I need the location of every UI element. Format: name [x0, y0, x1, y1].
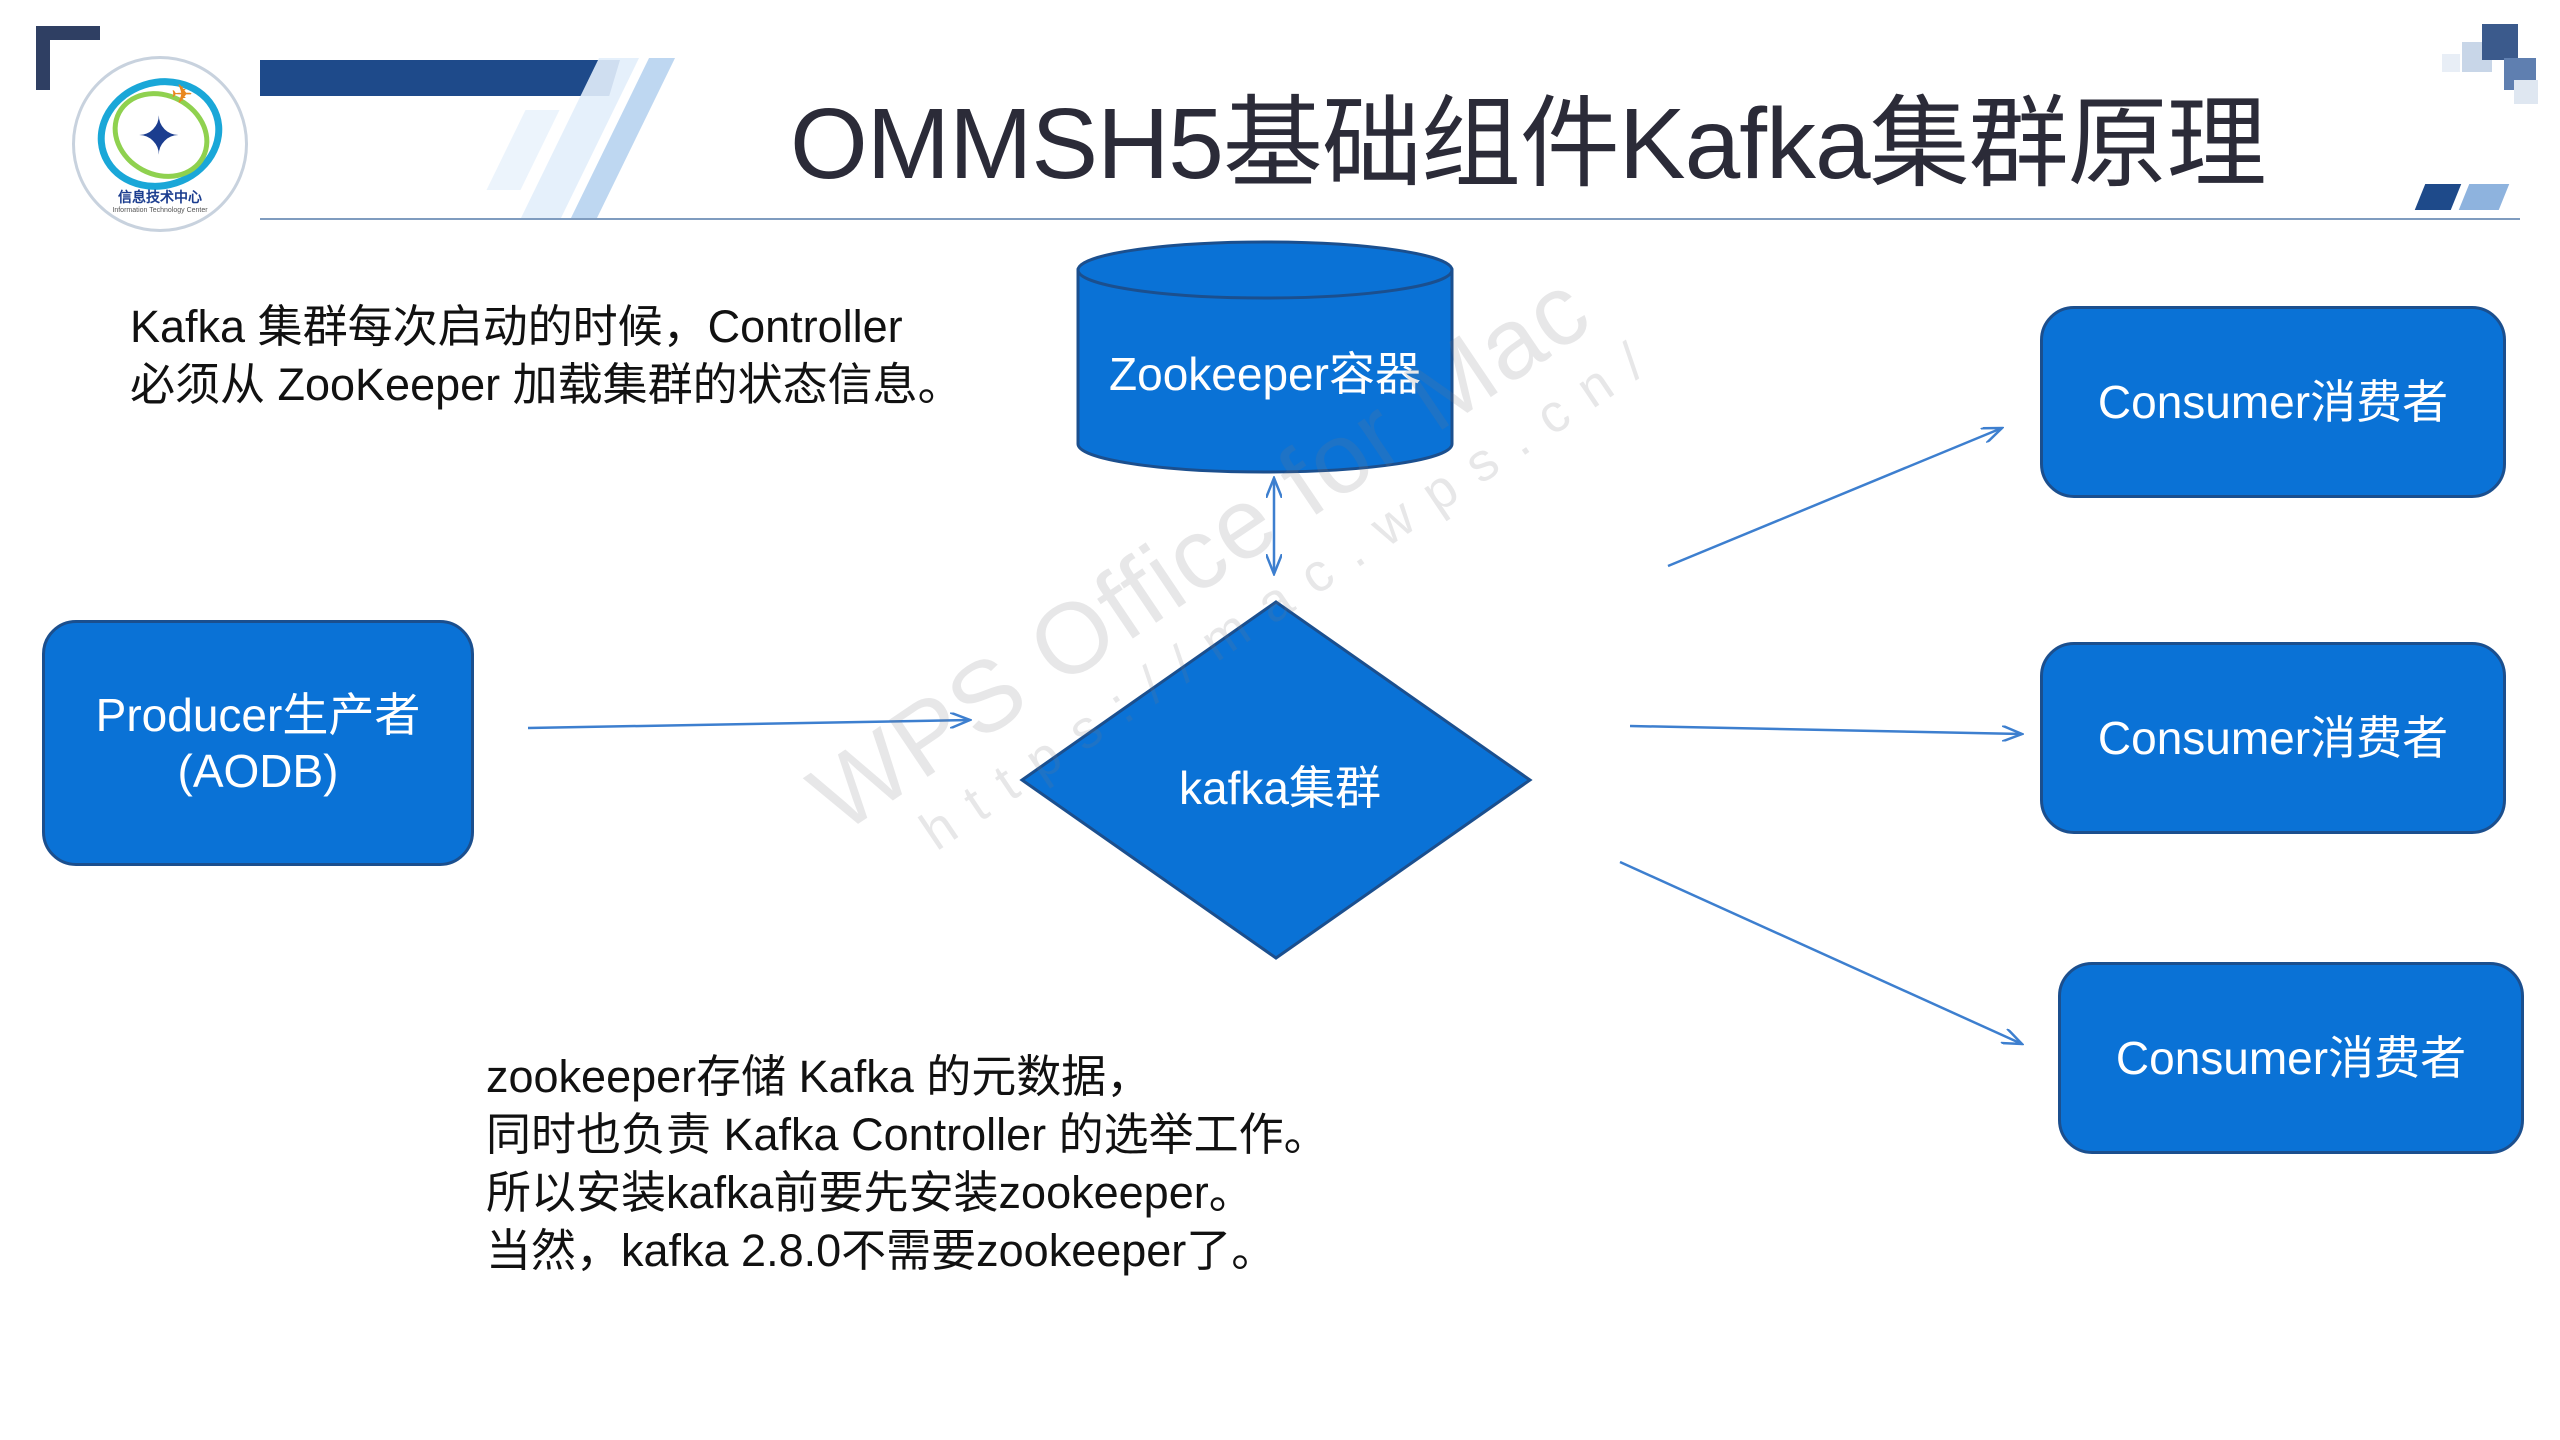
corner-bracket-decoration [36, 26, 100, 90]
kafka-consumer2-arrow [1629, 724, 2022, 734]
note-line: 当然，kafka 2.8.0不需要zookeeper了。 [486, 1225, 1277, 1276]
header-divider [260, 218, 2520, 220]
consumer-label: Consumer消费者 [2097, 376, 2449, 428]
zookeeper-note: zookeeper存储 Kafka 的元数据， 同时也负责 Kafka Cont… [486, 1048, 1329, 1280]
airplane-icon: ✈ [171, 79, 193, 109]
logo-text: 信息技术中心 [118, 189, 202, 205]
zookeeper-cylinder [1076, 240, 1454, 474]
kafka-cluster-label: kafka集群 [1179, 762, 1381, 814]
zookeeper-label: Zookeeper容器 [1109, 348, 1421, 400]
star-icon: ✦ [137, 108, 181, 166]
producer-box: Producer生产者 (AODB) [42, 620, 474, 866]
kafka-consumer1-arrow [1667, 428, 2002, 568]
producer-sublabel: (AODB) [177, 745, 339, 797]
consumer-box-2: Consumer消费者 [2040, 642, 2506, 834]
logo-subtext: Information Technology Center [112, 207, 208, 214]
consumer-box-3: Consumer消费者 [2058, 962, 2524, 1154]
slide-title: OMMSH5基础组件Kafka集群原理 [790, 88, 2267, 200]
squares-decoration [2442, 24, 2542, 104]
organization-logo: ✈ ✦ 信息技术中心 Information Technology Center [72, 56, 248, 232]
note-line: 同时也负责 Kafka Controller 的选举工作。 [486, 1109, 1329, 1160]
consumer-label: Consumer消费者 [2115, 1032, 2467, 1084]
producer-kafka-arrow [527, 720, 970, 730]
kafka-consumer3-arrow [1619, 860, 2022, 1044]
note-line: 所以安装kafka前要先安装zookeeper。 [486, 1167, 1254, 1218]
kafka-diamond [1019, 600, 1533, 960]
header-bar [260, 60, 620, 96]
note-line: zookeeper存储 Kafka 的元数据， [486, 1051, 1152, 1102]
consumer-box-1: Consumer消费者 [2040, 306, 2506, 498]
note-line: 必须从 ZooKeeper 加载集群的状态信息。 [130, 359, 963, 410]
controller-note: Kafka 集群每次启动的时候，Controller 必须从 ZooKeeper… [130, 298, 963, 414]
producer-label: Producer生产者 [95, 689, 421, 741]
consumer-label: Consumer消费者 [2097, 712, 2449, 764]
note-line: Kafka 集群每次启动的时候，Controller [130, 301, 903, 352]
